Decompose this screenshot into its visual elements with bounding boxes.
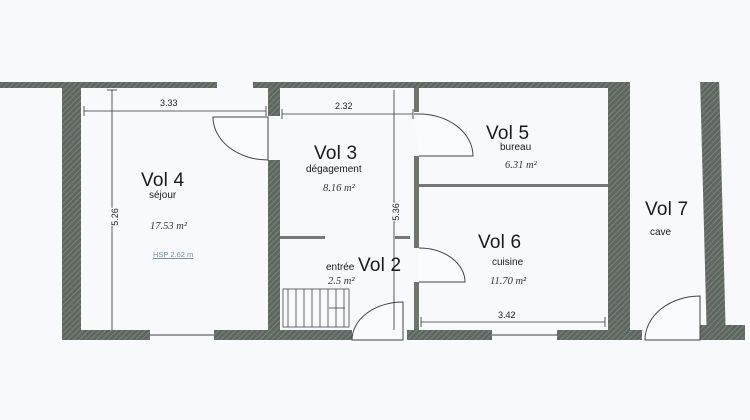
wall-degagement-right-bottom bbox=[414, 282, 419, 340]
wall-bottom-sejour-right bbox=[214, 330, 290, 340]
wall-degagement-right-top bbox=[414, 88, 419, 112]
room-vol7-label: Vol 7 bbox=[645, 199, 689, 220]
wall-cuisine-cave bbox=[608, 82, 630, 340]
door-cuisine bbox=[418, 247, 466, 283]
room-vol5-area: 6.31 m² bbox=[505, 160, 537, 171]
wall-bottom-cuisine-right bbox=[557, 330, 642, 340]
door-bureau-swing bbox=[414, 113, 474, 157]
stairs bbox=[282, 288, 350, 328]
dim-degagement-height: 5.36 bbox=[390, 203, 401, 221]
partition-entree-right bbox=[395, 236, 410, 239]
wall-top-right bbox=[253, 82, 618, 88]
wall-top-left bbox=[0, 82, 217, 88]
room-vol6-name: cuisine bbox=[492, 257, 524, 268]
partition-bureau-cuisine bbox=[419, 184, 610, 187]
door-entree bbox=[351, 301, 404, 341]
room-vol2-area: 2.5 m² bbox=[328, 276, 355, 287]
dim-cuisine-width: 3.42 bbox=[498, 310, 516, 320]
wall-left bbox=[62, 88, 81, 340]
wall-entree-bottom bbox=[290, 330, 352, 340]
room-vol3-name: dégagement bbox=[306, 164, 362, 175]
wall-bottom-sejour-left bbox=[62, 330, 150, 340]
partition-entree bbox=[280, 236, 325, 239]
room-vol5-name: bureau bbox=[500, 142, 532, 153]
room-vol3-label: Vol 3 bbox=[314, 143, 358, 164]
dim-sejour-width: 3.33 bbox=[160, 98, 178, 108]
room-vol4-name: séjour bbox=[149, 190, 177, 201]
room-vol4-hsp: HSP 2.62 m bbox=[153, 250, 194, 259]
room-vol6-area: 11.70 m² bbox=[490, 276, 527, 287]
wall-cave-bottom bbox=[700, 325, 745, 340]
wall-cave-right bbox=[700, 82, 726, 340]
room-vol7-name: cave bbox=[650, 227, 672, 238]
door-cave bbox=[644, 295, 701, 341]
room-vol5-label: Vol 5 bbox=[486, 123, 530, 144]
room-vol2-name: entrée bbox=[326, 262, 355, 273]
dim-sejour-height: 5.26 bbox=[109, 208, 120, 226]
room-vol4-area: 17.53 m² bbox=[150, 221, 187, 232]
room-vol6-label: Vol 6 bbox=[478, 232, 522, 253]
wall-sejour-degagement bbox=[268, 160, 280, 340]
wall-degagement-right-mid bbox=[414, 156, 419, 248]
room-vol2-label: Vol 2 bbox=[358, 255, 402, 276]
wall-sejour-degagement-top bbox=[268, 88, 280, 116]
room-vol3-area: 8.16 m² bbox=[323, 183, 355, 194]
room-vol4-label: Vol 4 bbox=[141, 170, 185, 191]
wall-bottom-cuisine-left bbox=[407, 330, 492, 340]
door-sejour bbox=[212, 116, 269, 161]
dim-degagement-width: 2.32 bbox=[335, 101, 353, 111]
